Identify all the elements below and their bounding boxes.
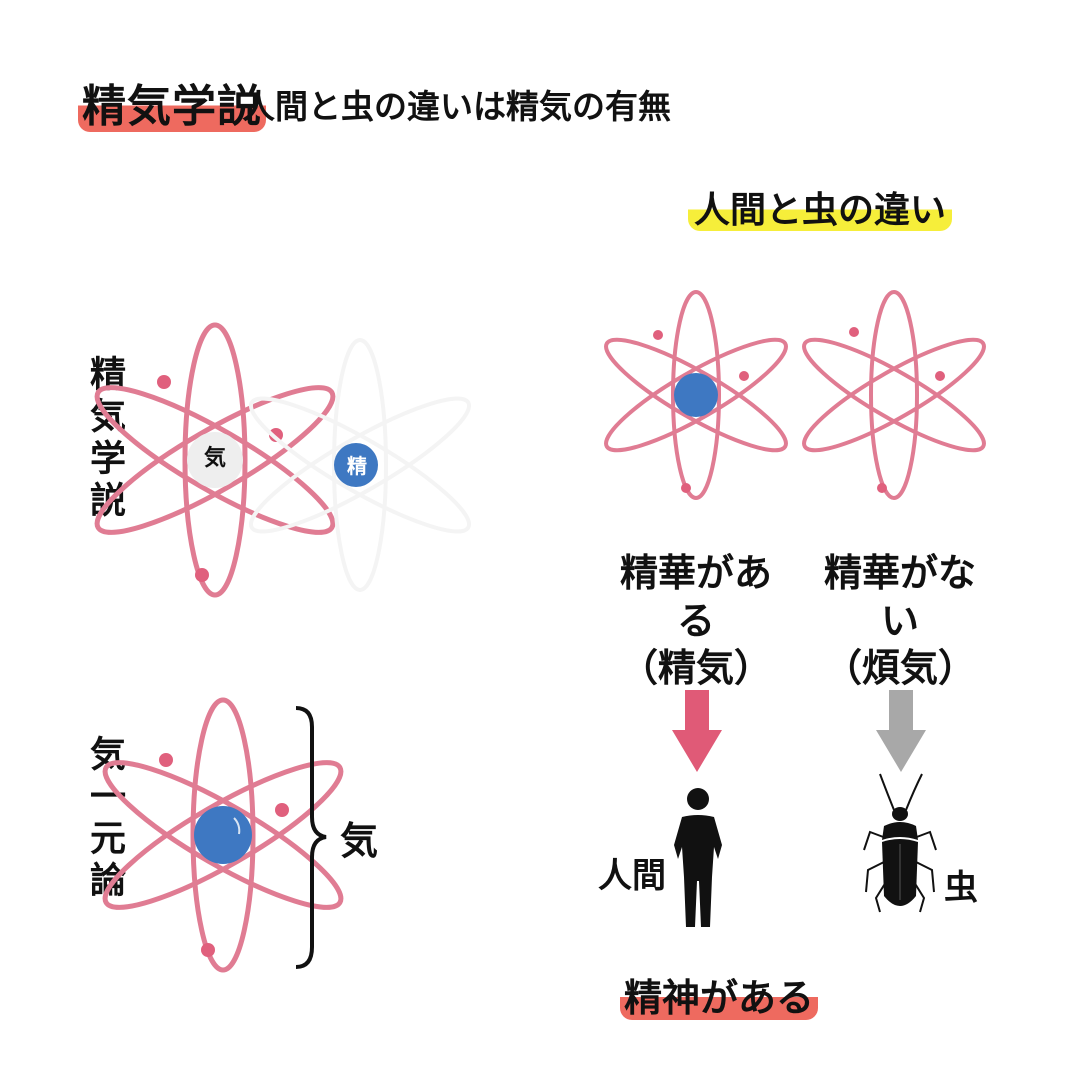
human-figure-icon — [674, 788, 722, 927]
electron — [159, 753, 173, 767]
insect-figure-icon — [863, 773, 937, 913]
page-title-text: 精気学説 — [78, 81, 266, 132]
electron — [157, 375, 171, 389]
section1-vertical-label: 精気学説 — [84, 355, 125, 523]
unified-qi-atom-icon — [102, 697, 344, 973]
electron — [201, 943, 215, 957]
gray-down-arrow-icon — [876, 690, 926, 772]
electron — [935, 371, 945, 381]
human-essence-line1: 精華がある — [619, 551, 772, 643]
jing-core-label: 精 — [347, 454, 367, 478]
qi-atom-icon — [94, 322, 336, 598]
electron — [681, 483, 691, 493]
human-atom-icon — [604, 290, 788, 500]
human-essence-text: 精華がある （精気） — [606, 550, 786, 693]
insect-essence-line1: 精華がない — [823, 551, 976, 643]
human-nucleus — [674, 373, 718, 417]
brace-label: 気 — [340, 819, 379, 863]
electron — [269, 428, 283, 442]
curly-brace-icon — [295, 706, 327, 969]
electron — [195, 568, 209, 582]
electron — [849, 327, 859, 337]
insect-atom-icon — [802, 290, 986, 500]
insect-essence-line2: （煩気） — [823, 646, 976, 690]
spirit-label: 精神がある — [620, 975, 819, 1023]
page-title: 精気学説 — [78, 70, 266, 134]
spirit-label-text: 精神がある — [620, 976, 819, 1020]
electron — [275, 803, 289, 817]
electron — [739, 371, 749, 381]
electron — [877, 483, 887, 493]
jing-atom-icon — [248, 338, 472, 592]
unified-nucleus — [194, 806, 252, 864]
qi-nucleus — [187, 432, 243, 488]
insect-label: 虫 — [944, 868, 978, 908]
comparison-heading: 人間と虫の違い — [688, 188, 953, 233]
page-subtitle: 人間と虫の違いは精気の有無 — [242, 87, 671, 126]
human-essence-line2: （精気） — [619, 646, 772, 690]
human-label: 人間 — [598, 856, 666, 896]
electron — [653, 330, 663, 340]
insect-essence-text: 精華がない （煩気） — [810, 550, 990, 693]
red-down-arrow-icon — [672, 690, 722, 772]
qi-core-label: 気 — [203, 446, 226, 471]
comparison-heading-text: 人間と虫の違い — [688, 190, 953, 231]
jing-nucleus — [334, 443, 378, 487]
